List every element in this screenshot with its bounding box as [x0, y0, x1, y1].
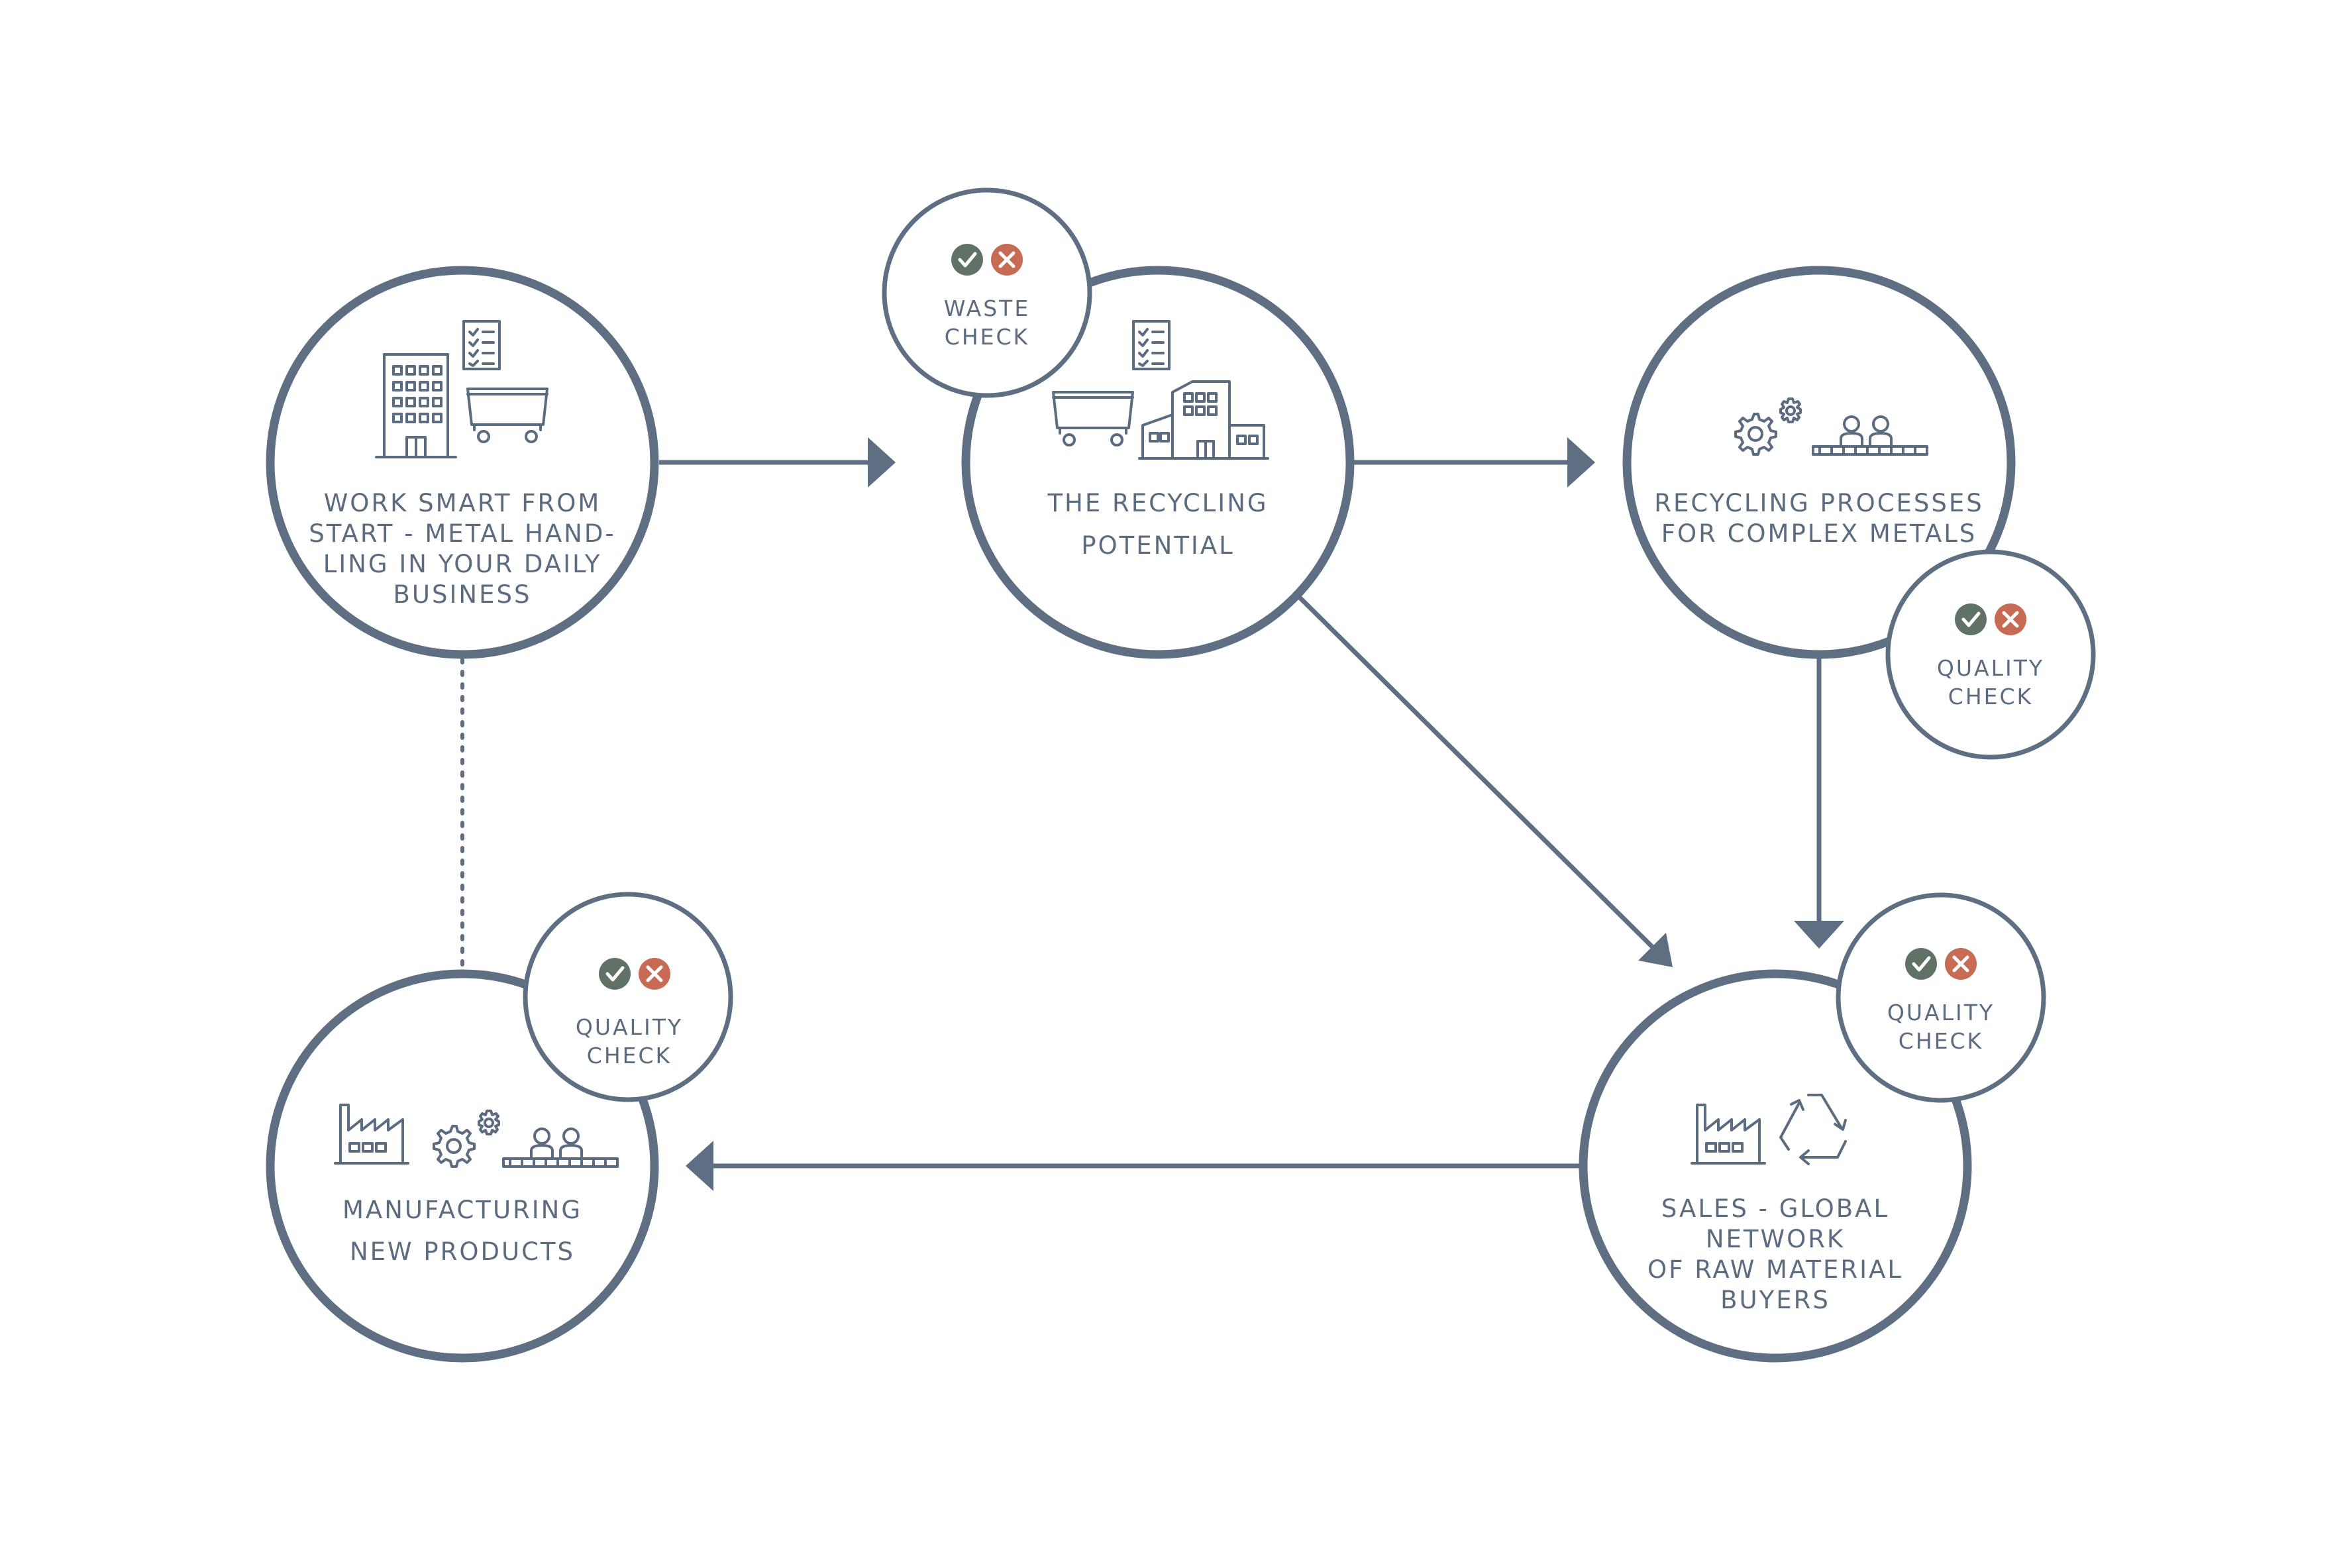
- edge-potential-to-sales: [1296, 594, 1673, 967]
- node-label-line: START - METAL HAND-: [309, 519, 615, 548]
- recycle-icon: [1779, 1094, 1847, 1165]
- node-label-line: POTENTIAL: [1081, 531, 1235, 560]
- node-ring: [1622, 266, 2016, 659]
- badge-ring: [882, 187, 1092, 398]
- node-work-smart: WORK SMART FROM START - METAL HAND- LING…: [266, 266, 659, 659]
- node-label-line: RECYCLING PROCESSES: [1654, 489, 1984, 517]
- arrowhead: [686, 1141, 713, 1191]
- badge-ring: [523, 892, 733, 1102]
- node-label-line: NEW PRODUCTS: [350, 1237, 575, 1266]
- check-label-line: QUALITY: [1887, 1000, 1995, 1025]
- check-badge-waste: WASTE CHECK: [882, 187, 1092, 398]
- industrial-buildings-icon: [1138, 380, 1269, 460]
- check-label-line: CHECK: [587, 1043, 672, 1069]
- edge-work-to-potential: [659, 437, 896, 488]
- edge-potential-to-processes: [1351, 437, 1595, 488]
- edge-processes-to-sales: [1794, 656, 1844, 949]
- check-badge-quality-manufacturing: QUALITY CHECK: [523, 892, 733, 1102]
- check-badge-quality-processes: QUALITY CHECK: [1885, 549, 2096, 760]
- node-label-line: BUSINESS: [393, 580, 532, 609]
- check-label-line: QUALITY: [1937, 655, 2044, 681]
- node-label-line: OF RAW MATERIAL: [1647, 1255, 1903, 1284]
- node-label-line: WORK SMART FROM: [324, 489, 601, 517]
- check-label-line: QUALITY: [576, 1014, 683, 1040]
- arrowhead: [868, 437, 896, 488]
- node-label-line: BUYERS: [1720, 1286, 1830, 1314]
- node-label-line: SALES - GLOBAL: [1661, 1194, 1889, 1223]
- arrowhead: [1794, 921, 1844, 949]
- node-ring: [266, 266, 659, 659]
- check-label-line: CHECK: [1948, 684, 2033, 709]
- check-badge-quality-sales: QUALITY CHECK: [1836, 892, 2046, 1103]
- badge-ring: [1885, 549, 2096, 760]
- node-label-line: LING IN YOUR DAILY: [323, 550, 602, 578]
- arrowhead: [1567, 437, 1595, 488]
- badge-ring: [1836, 892, 2046, 1103]
- check-label-line: CHECK: [1899, 1028, 1983, 1054]
- edge-sales-to-manufacturing: [686, 1141, 1580, 1191]
- check-label-line: CHECK: [945, 324, 1029, 350]
- office-building-icon: [375, 353, 457, 458]
- node-label-line: MANUFACTURING: [342, 1196, 582, 1224]
- node-label-line: NETWORK: [1706, 1225, 1845, 1253]
- check-label-line: WASTE: [944, 295, 1030, 321]
- node-recycling-processes: RECYCLING PROCESSES FOR COMPLEX METALS: [1622, 266, 2016, 659]
- node-label-line: THE RECYCLING: [1047, 489, 1268, 517]
- arrowhead: [1638, 933, 1673, 967]
- node-label-line: FOR COMPLEX METALS: [1661, 519, 1977, 548]
